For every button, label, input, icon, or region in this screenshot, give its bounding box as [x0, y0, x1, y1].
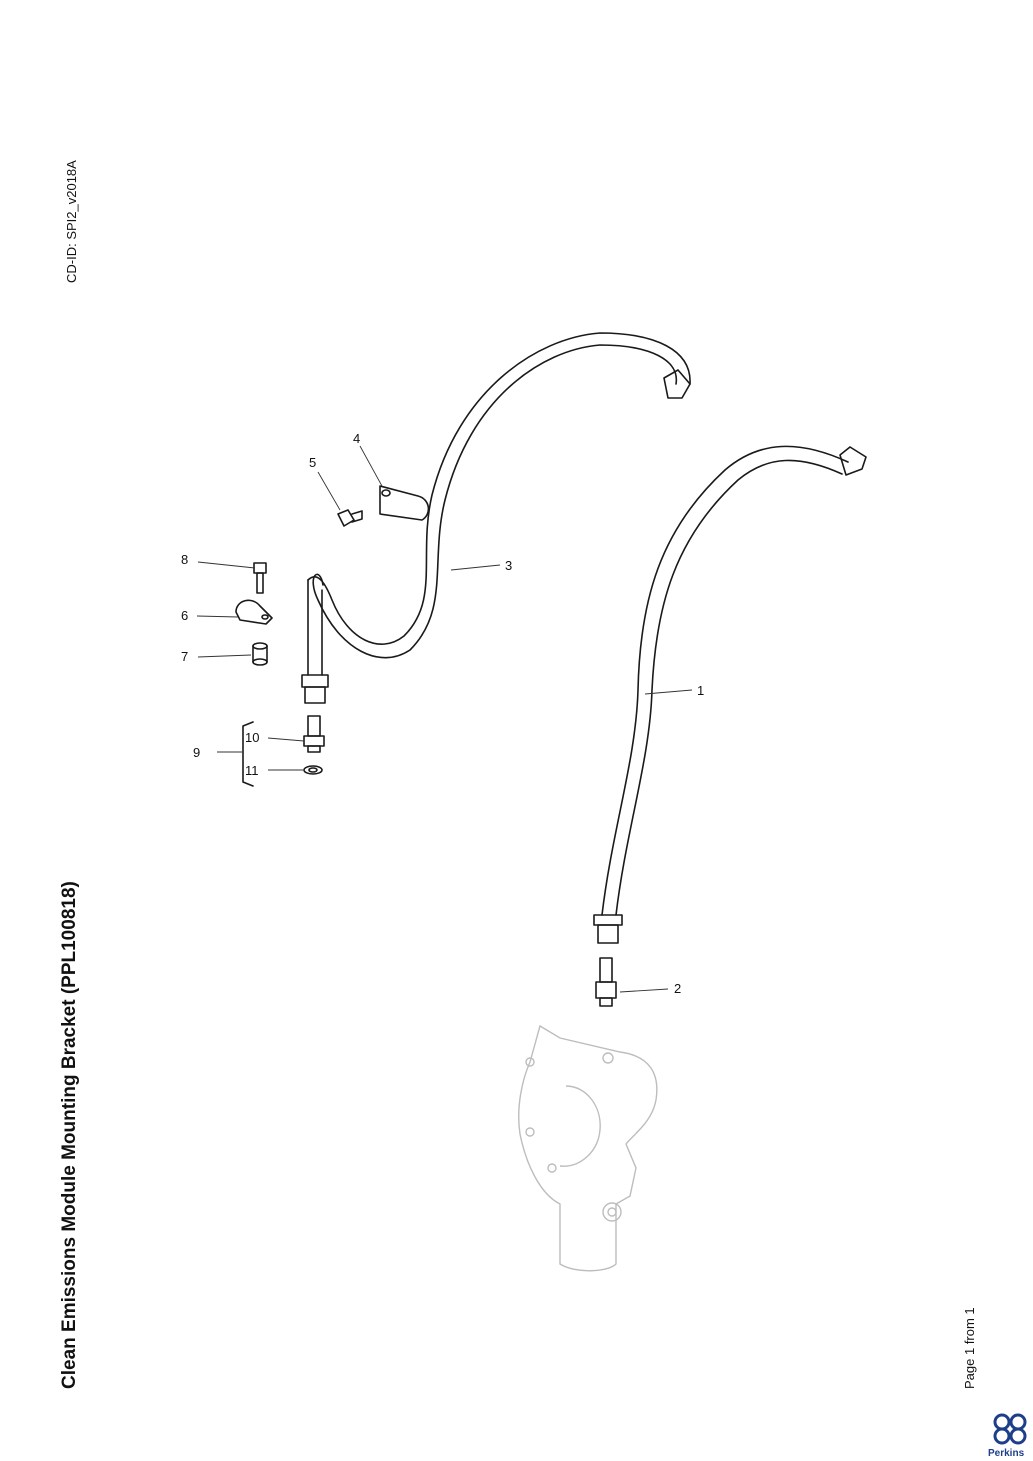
- callout-5: 5: [309, 455, 316, 470]
- clip-4: [379, 485, 430, 521]
- callout-10: 10: [245, 730, 259, 745]
- callout-1: 1: [697, 683, 704, 698]
- perkins-logo: [993, 1413, 1027, 1445]
- engine-housing: [518, 1024, 658, 1272]
- callout-2: 2: [674, 981, 681, 996]
- washer-11: [303, 765, 323, 775]
- callout-11: 11: [245, 763, 259, 778]
- group-bracket-9: [242, 721, 254, 787]
- bolt-5: [337, 509, 363, 527]
- brand-wordmark: Perkins: [988, 1448, 1025, 1459]
- hose-1: [593, 445, 867, 944]
- callout-9: 9: [193, 745, 200, 760]
- spacer-7: [252, 642, 268, 666]
- leader-lines: [196, 445, 693, 993]
- hose-3: [301, 332, 691, 704]
- callout-4: 4: [353, 431, 360, 446]
- callout-7: 7: [181, 649, 188, 664]
- fitting-10: [303, 715, 325, 753]
- callout-3: 3: [505, 558, 512, 573]
- bolt-8: [253, 562, 267, 594]
- fitting-2: [595, 957, 617, 1007]
- clip-6: [235, 599, 273, 625]
- callout-6: 6: [181, 608, 188, 623]
- callout-8: 8: [181, 552, 188, 567]
